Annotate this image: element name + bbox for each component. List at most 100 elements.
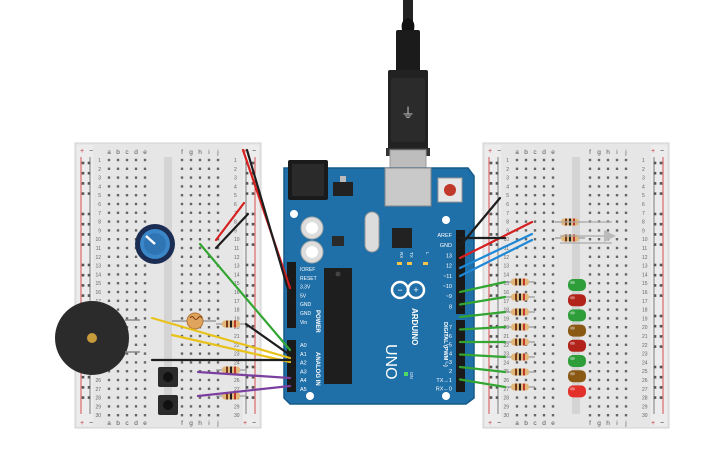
row-label: 26 bbox=[234, 378, 240, 384]
row-label: 2 bbox=[98, 167, 101, 173]
rail-plus-label: + bbox=[651, 420, 655, 427]
row-label: 29 bbox=[642, 404, 648, 410]
row-label: 6 bbox=[506, 202, 509, 208]
column-label: d bbox=[542, 149, 546, 156]
digital-pin-label: 4 bbox=[449, 351, 452, 357]
row-label: 13 bbox=[642, 264, 648, 270]
column-label: i bbox=[616, 149, 617, 156]
svg-text:−: − bbox=[397, 285, 402, 295]
digital-pin-label: RX←0 bbox=[436, 387, 452, 393]
crystal bbox=[364, 211, 380, 253]
column-label: j bbox=[624, 420, 626, 427]
rail-minus-label: − bbox=[660, 420, 664, 427]
on-label: ON bbox=[409, 372, 414, 379]
column-label: a bbox=[515, 420, 519, 427]
digital-pin-label: ~5 bbox=[446, 343, 452, 349]
column-label: j bbox=[216, 420, 218, 427]
row-label: 30 bbox=[503, 413, 509, 419]
wire-led bbox=[458, 295, 507, 306]
row-label: 20 bbox=[642, 325, 648, 331]
row-label: 13 bbox=[234, 264, 240, 270]
analog-pin-label: A4 bbox=[300, 378, 307, 384]
column-label: f bbox=[589, 420, 591, 427]
power-pin-label: 5V bbox=[300, 293, 307, 299]
rail-minus-label: − bbox=[89, 420, 93, 427]
row-label: 8 bbox=[234, 220, 237, 226]
piezo-buzzer bbox=[55, 301, 140, 375]
left-resistors bbox=[216, 320, 246, 400]
row-label: 7 bbox=[642, 211, 645, 217]
arduino-logo: − + bbox=[390, 280, 426, 300]
row-label: 6 bbox=[234, 202, 237, 208]
wire bbox=[214, 212, 250, 250]
rail-plus-label: + bbox=[488, 148, 492, 155]
digital-header-top bbox=[456, 230, 465, 314]
wire-d10 bbox=[458, 238, 534, 278]
row-label: 23 bbox=[503, 352, 509, 358]
digital-pin-label: 8 bbox=[449, 304, 452, 310]
row-label: 9 bbox=[98, 228, 101, 234]
column-label: j bbox=[216, 149, 218, 156]
row-label: 16 bbox=[234, 290, 240, 296]
rail-minus-label: − bbox=[497, 148, 501, 155]
row-label: 17 bbox=[234, 299, 240, 305]
photoresistor bbox=[172, 312, 216, 330]
wire-a1 bbox=[150, 316, 292, 360]
row-label: 15 bbox=[642, 281, 648, 287]
brand-label: ARDUINO bbox=[410, 308, 419, 345]
row-label: 16 bbox=[503, 290, 509, 296]
row-label: 4 bbox=[98, 184, 101, 190]
row-label: 14 bbox=[503, 272, 509, 278]
column-label: h bbox=[198, 420, 202, 427]
row-label: 29 bbox=[503, 404, 509, 410]
digital-pin-label: ~6 bbox=[446, 334, 452, 340]
wire-led bbox=[458, 310, 507, 319]
row-label: 26 bbox=[503, 378, 509, 384]
row-label: 3 bbox=[506, 176, 509, 182]
column-label: g bbox=[189, 149, 193, 156]
column-label: d bbox=[542, 420, 546, 427]
rail-plus-label: + bbox=[80, 148, 84, 155]
column-label: i bbox=[208, 420, 209, 427]
row-label: 19 bbox=[503, 316, 509, 322]
row-label: 21 bbox=[503, 334, 509, 340]
column-label: b bbox=[116, 420, 120, 427]
potentiometer[interactable] bbox=[135, 224, 175, 264]
column-label: f bbox=[181, 420, 183, 427]
column-label: b bbox=[524, 149, 528, 156]
power-rail-right bbox=[651, 145, 667, 426]
column-label: e bbox=[143, 149, 147, 156]
column-label: c bbox=[533, 420, 537, 427]
reset-button-cap[interactable] bbox=[444, 184, 456, 196]
row-label: 15 bbox=[234, 281, 240, 287]
row-label: 6 bbox=[642, 202, 645, 208]
column-label: a bbox=[107, 149, 111, 156]
row-label: 7 bbox=[506, 211, 509, 217]
column-label: a bbox=[107, 420, 111, 427]
power-header bbox=[287, 262, 296, 328]
row-label: 17 bbox=[642, 299, 648, 305]
digital-header-bottom bbox=[456, 320, 465, 392]
svg-text:+: + bbox=[413, 285, 418, 295]
column-label: f bbox=[589, 149, 591, 156]
row-label: 22 bbox=[642, 343, 648, 349]
column-label: h bbox=[606, 149, 610, 156]
row-label: 26 bbox=[95, 378, 101, 384]
row-label: 14 bbox=[234, 272, 240, 278]
led bbox=[568, 370, 586, 383]
row-label: 27 bbox=[95, 387, 101, 393]
rail-plus-label: + bbox=[243, 420, 247, 427]
column-label: c bbox=[125, 149, 129, 156]
pushbutton-2[interactable] bbox=[158, 395, 178, 415]
row-label: 12 bbox=[503, 255, 509, 261]
wires bbox=[150, 148, 534, 398]
pushbutton-1[interactable] bbox=[158, 367, 178, 387]
led bbox=[568, 309, 586, 322]
row-label: 27 bbox=[642, 387, 648, 393]
analog-pin-label: A2 bbox=[300, 361, 307, 367]
row-label: 22 bbox=[234, 343, 240, 349]
column-label: f bbox=[181, 149, 183, 156]
row-label: 20 bbox=[503, 325, 509, 331]
